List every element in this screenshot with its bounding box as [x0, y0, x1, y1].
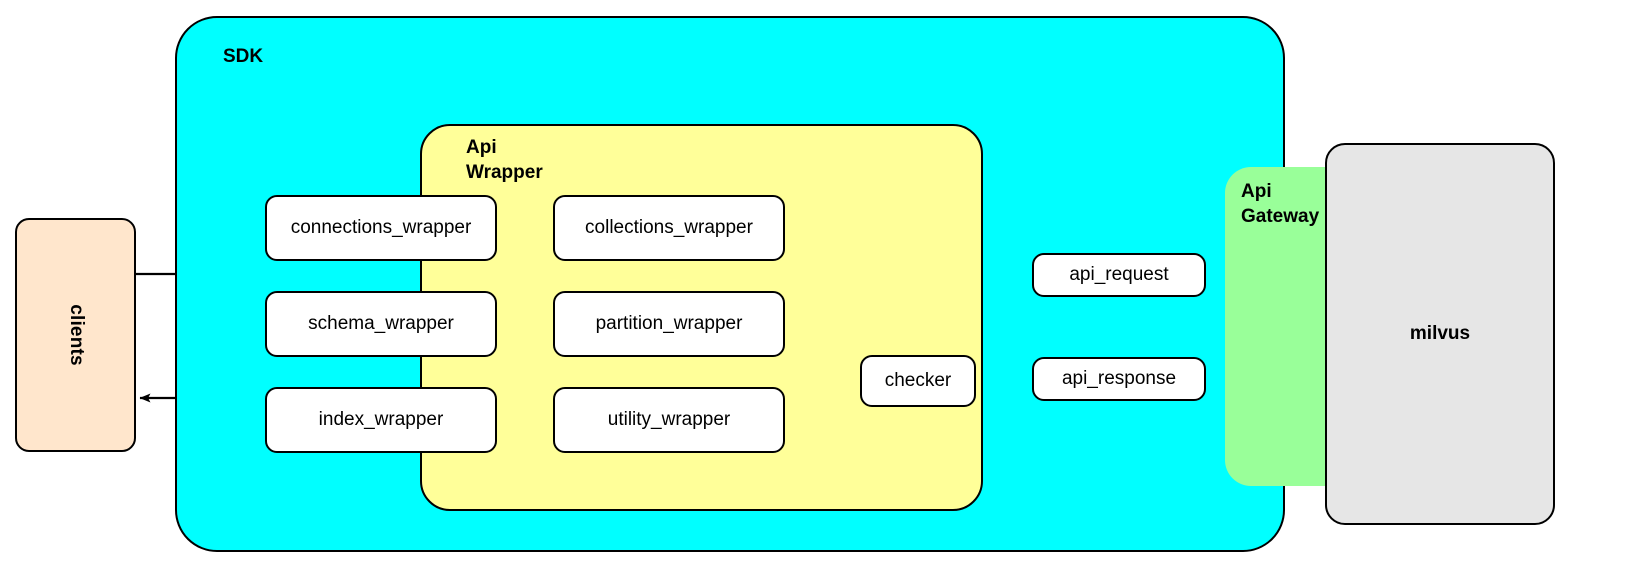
milvus-node[interactable]: milvus	[1325, 143, 1555, 525]
milvus-label: milvus	[1409, 323, 1471, 344]
api-wrapper-title: Api Wrapper	[466, 135, 586, 185]
api-request-label: api_request	[1069, 264, 1169, 285]
checker-label: checker	[884, 370, 952, 391]
api-gateway-title-line1: Api	[1241, 181, 1272, 202]
module-label: partition_wrapper	[595, 313, 743, 334]
module-label: utility_wrapper	[607, 409, 731, 430]
module-collections-wrapper[interactable]: collections_wrapper	[553, 195, 785, 261]
checker-node[interactable]: checker	[860, 355, 976, 407]
module-partition-wrapper[interactable]: partition_wrapper	[553, 291, 785, 357]
sdk-title: SDK	[223, 46, 264, 67]
module-label: index_wrapper	[318, 409, 444, 430]
module-label: schema_wrapper	[308, 313, 454, 334]
module-schema-wrapper[interactable]: schema_wrapper	[265, 291, 497, 357]
module-utility-wrapper[interactable]: utility_wrapper	[553, 387, 785, 453]
api-response-label: api_response	[1061, 368, 1177, 389]
api-gateway-title: Api Gateway	[1241, 179, 1381, 229]
module-label: connections_wrapper	[290, 217, 472, 238]
module-connections-wrapper[interactable]: connections_wrapper	[265, 195, 497, 261]
module-label: collections_wrapper	[585, 217, 753, 238]
module-index-wrapper[interactable]: index_wrapper	[265, 387, 497, 453]
api-request-node[interactable]: api_request	[1032, 253, 1206, 297]
clients-node[interactable]: clients	[15, 218, 136, 452]
api-wrapper-title-line1: Api	[466, 137, 497, 158]
api-response-node[interactable]: api_response	[1032, 357, 1206, 401]
api-wrapper-title-line2: Wrapper	[466, 162, 543, 183]
clients-label: clients	[65, 304, 87, 366]
api-gateway-title-line2: Gateway	[1241, 206, 1320, 227]
